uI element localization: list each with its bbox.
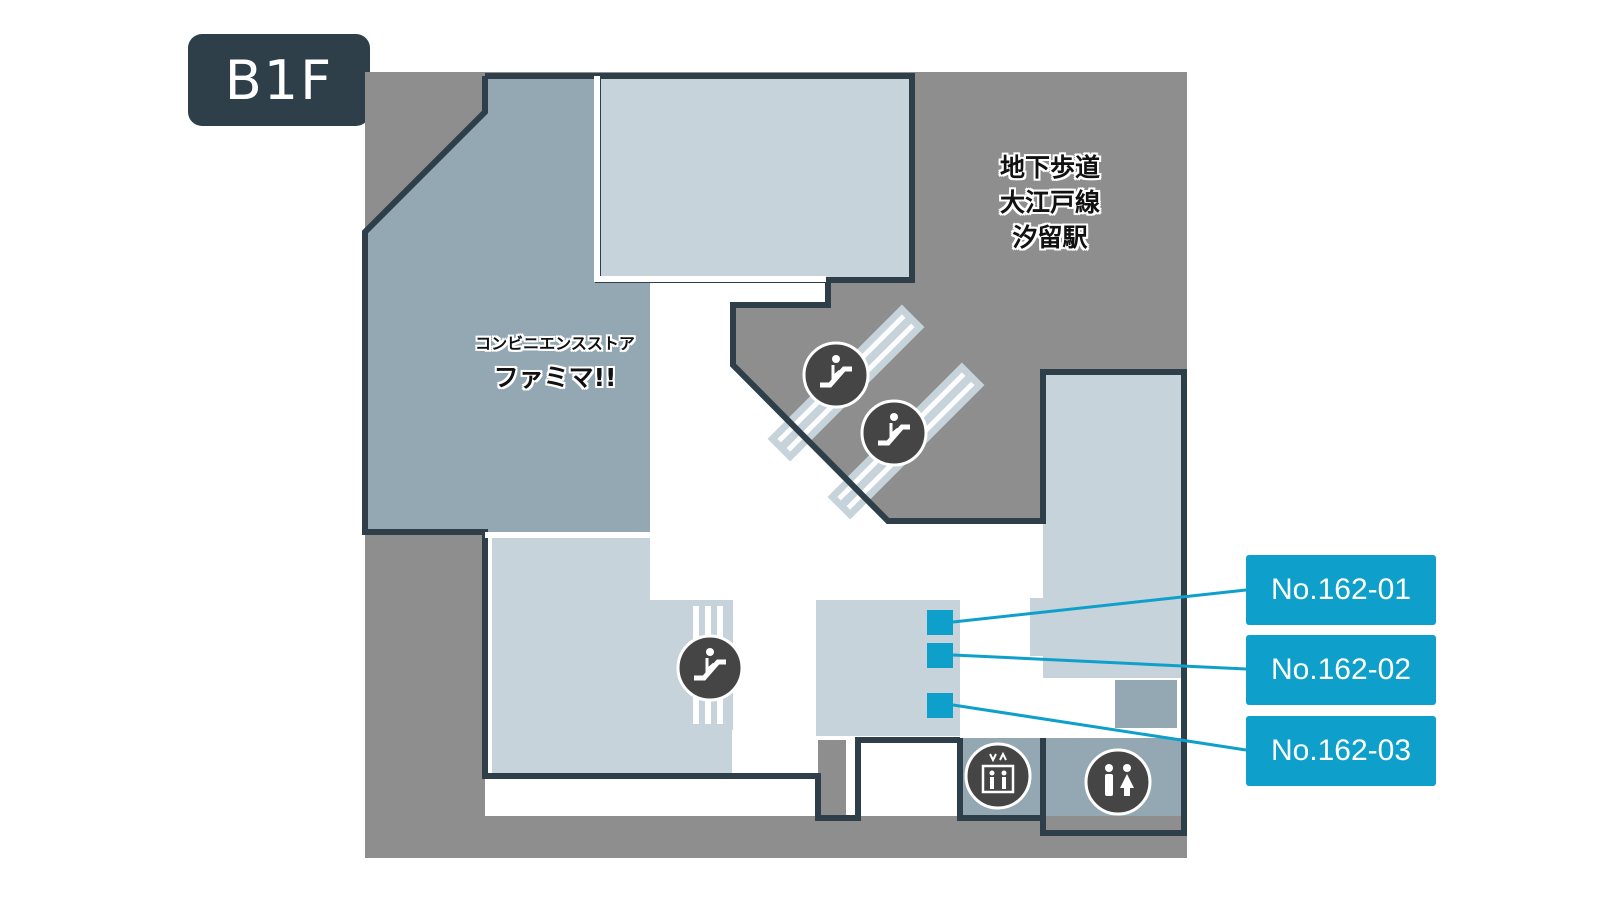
room-top-center	[598, 76, 912, 280]
escalator-icon	[802, 341, 870, 409]
room-right	[1043, 372, 1184, 678]
floor-badge: B1F	[188, 34, 370, 126]
room-right-notch	[1030, 598, 1050, 656]
locker-callout-1[interactable]: No.162-01	[1246, 555, 1436, 625]
locker-marker-3	[927, 693, 953, 718]
locker-marker-2	[927, 643, 953, 668]
locker-callout-3[interactable]: No.162-03	[1246, 716, 1436, 786]
bottom-dark-left	[365, 532, 485, 858]
station-line-2: 大江戸線	[999, 188, 1100, 217]
station-line-1: 地下歩道	[999, 153, 1100, 182]
bottom-dark	[365, 816, 1187, 858]
elevator-icon	[964, 742, 1032, 810]
convenience-store-area	[365, 76, 650, 532]
escalator-icon	[676, 634, 744, 702]
small-room	[1115, 680, 1177, 728]
store-name: ファミマ!!	[493, 363, 617, 392]
escalator-icon	[860, 399, 928, 467]
callout-lines	[952, 588, 1247, 752]
station-passage	[733, 72, 1187, 521]
locker-marker-1	[927, 610, 953, 635]
room-bottom-left	[492, 532, 732, 776]
convenience-store-label: コンビニエンスストア ファミマ!!	[390, 330, 720, 394]
locker-callout-2[interactable]: No.162-02	[1246, 635, 1436, 705]
station-line-3: 汐留駅	[1012, 223, 1088, 252]
store-category: コンビニエンスストア	[475, 334, 635, 353]
restroom-icon	[1084, 748, 1152, 816]
station-label: 地下歩道 大江戸線 汐留駅	[960, 150, 1140, 255]
